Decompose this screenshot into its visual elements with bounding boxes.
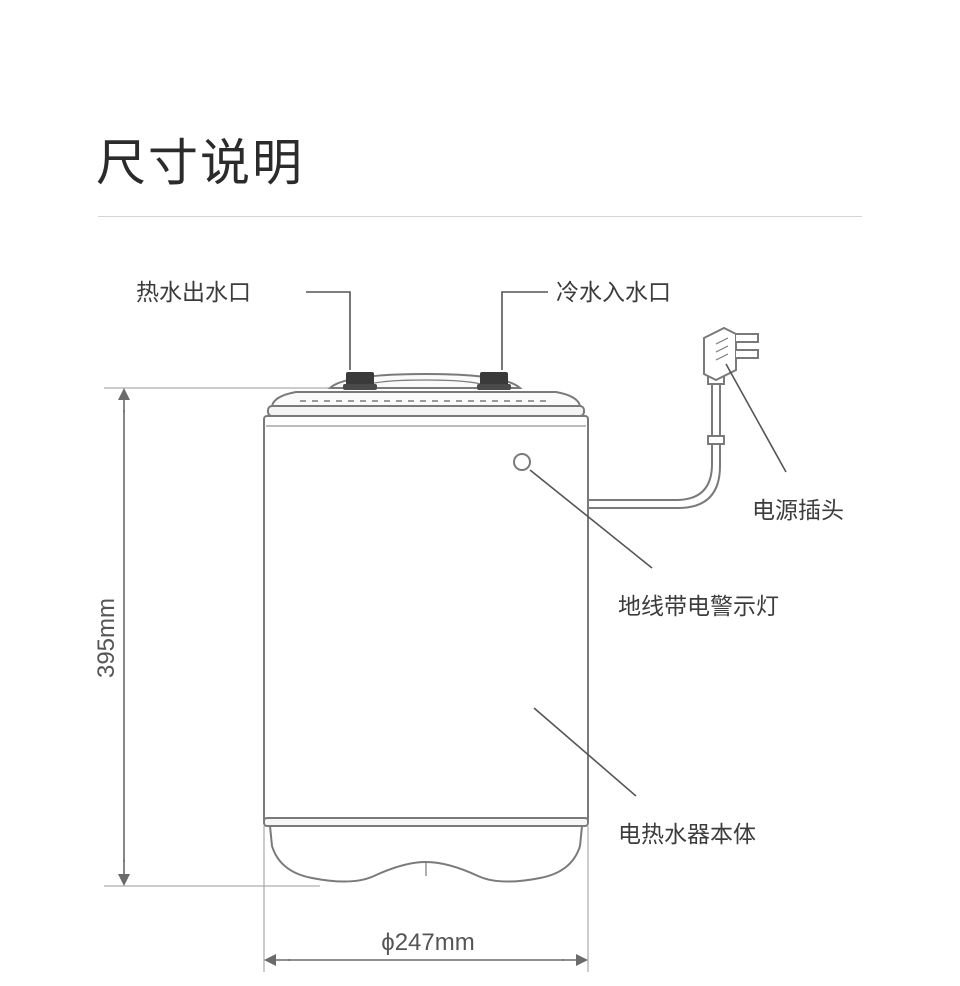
leader-indicator (529, 469, 653, 569)
cold-inlet-fitting (477, 372, 511, 390)
leader-power-plug (725, 363, 787, 473)
width-dimension (263, 826, 589, 972)
leader-lines (306, 291, 787, 797)
heater-body (263, 372, 589, 883)
hot-outlet-fitting (343, 372, 377, 390)
label-ground-indicator: 地线带电警示灯 (618, 594, 779, 620)
indicator-light (513, 453, 531, 471)
leader-cold-inlet (501, 291, 548, 370)
power-cord (588, 373, 725, 509)
height-label: 395mm (93, 598, 120, 678)
top-lid (270, 391, 582, 407)
label-power-plug: 电源插头 (752, 498, 844, 524)
page-title: 尺寸说明 (96, 134, 304, 192)
label-cold-inlet: 冷水入水口 (556, 280, 671, 306)
leader-hot-outlet (306, 291, 351, 370)
label-hot-outlet: 热水出水口 (136, 280, 251, 306)
leader-body (533, 707, 637, 797)
diameter-label: ϕ247mm (381, 929, 474, 956)
label-heater-body: 电热水器本体 (618, 822, 756, 848)
title-divider (98, 216, 862, 217)
height-dimension (104, 387, 330, 887)
